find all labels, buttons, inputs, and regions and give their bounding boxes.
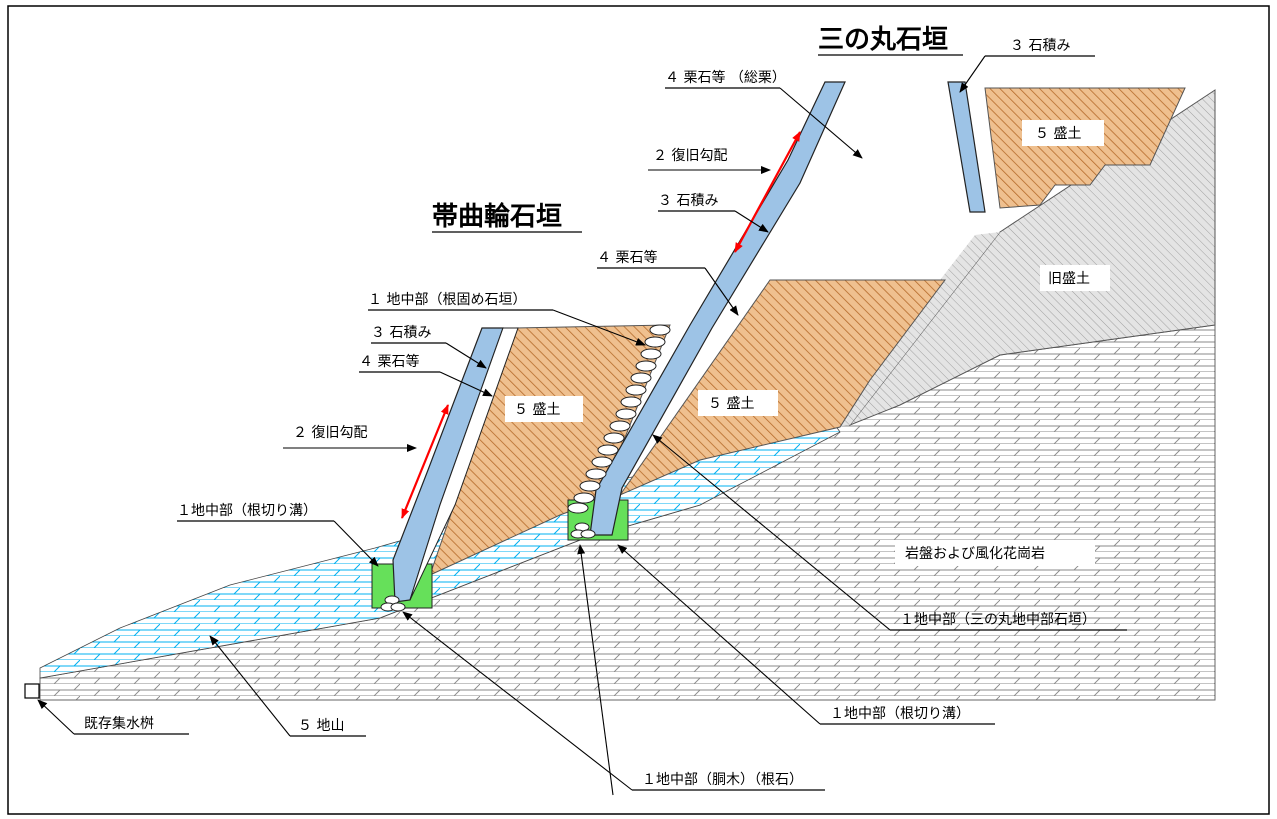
label-1negiri-left: １地中部（根切り溝）: [177, 503, 317, 519]
label-5morido-top: ５ 盛土: [1035, 126, 1081, 142]
label-3ishi-left: ３ 石積み: [371, 325, 431, 341]
label-1sannomaru-underground: １地中部（三の丸地中部石垣）: [900, 612, 1096, 628]
root-stone-column: [567, 324, 671, 514]
slope-arrow-upper: [734, 131, 801, 253]
stone-wall-sannomaru-back: [947, 81, 986, 213]
label-3ishi-mid: ３ 石積み: [658, 193, 718, 209]
label-5morido-left: ５ 盛土: [514, 402, 560, 418]
base-stones: [380, 522, 596, 612]
slope-arrow-lower: [400, 404, 450, 519]
label-1negiri-right: １地中部（根切り溝）: [830, 706, 970, 722]
label-4kuri-sou: ４ 栗石等 （総栗）: [665, 69, 786, 86]
label-4kuri-mid: ４ 栗石等: [597, 249, 657, 266]
label-1dogi-neishi: １地中部（胴木）（根石）: [642, 772, 803, 788]
label-1nekatame: １ 地中部（根固め石垣）: [368, 292, 526, 308]
title-obiguruwa: 帯曲輪石垣: [432, 201, 562, 232]
label-3ishi-top: ３ 石積み: [1010, 38, 1070, 54]
catch-basin-icon: [24, 683, 40, 699]
label-2fukkyu-upper: ２ 復旧勾配: [653, 147, 727, 164]
label-4kuri-left: ４ 栗石等: [359, 353, 419, 370]
label-kyumorido: 旧盛土: [1048, 271, 1090, 287]
title-sannomaru: 三の丸石垣: [818, 25, 948, 55]
label-2fukkyu-lower: ２ 復旧勾配: [293, 424, 367, 441]
label-5morido-mid: ５ 盛土: [708, 396, 754, 412]
label-kizon-shusuimasu: 既存集水桝: [84, 715, 154, 732]
fill-soil-top: [984, 87, 1186, 209]
old-fill-upper: [835, 232, 1000, 427]
label-ganban: 岩盤および風化花崗岩: [905, 546, 1045, 562]
label-5jiyama: ５ 地山: [298, 718, 344, 734]
fill-soil-middle: [618, 279, 946, 497]
